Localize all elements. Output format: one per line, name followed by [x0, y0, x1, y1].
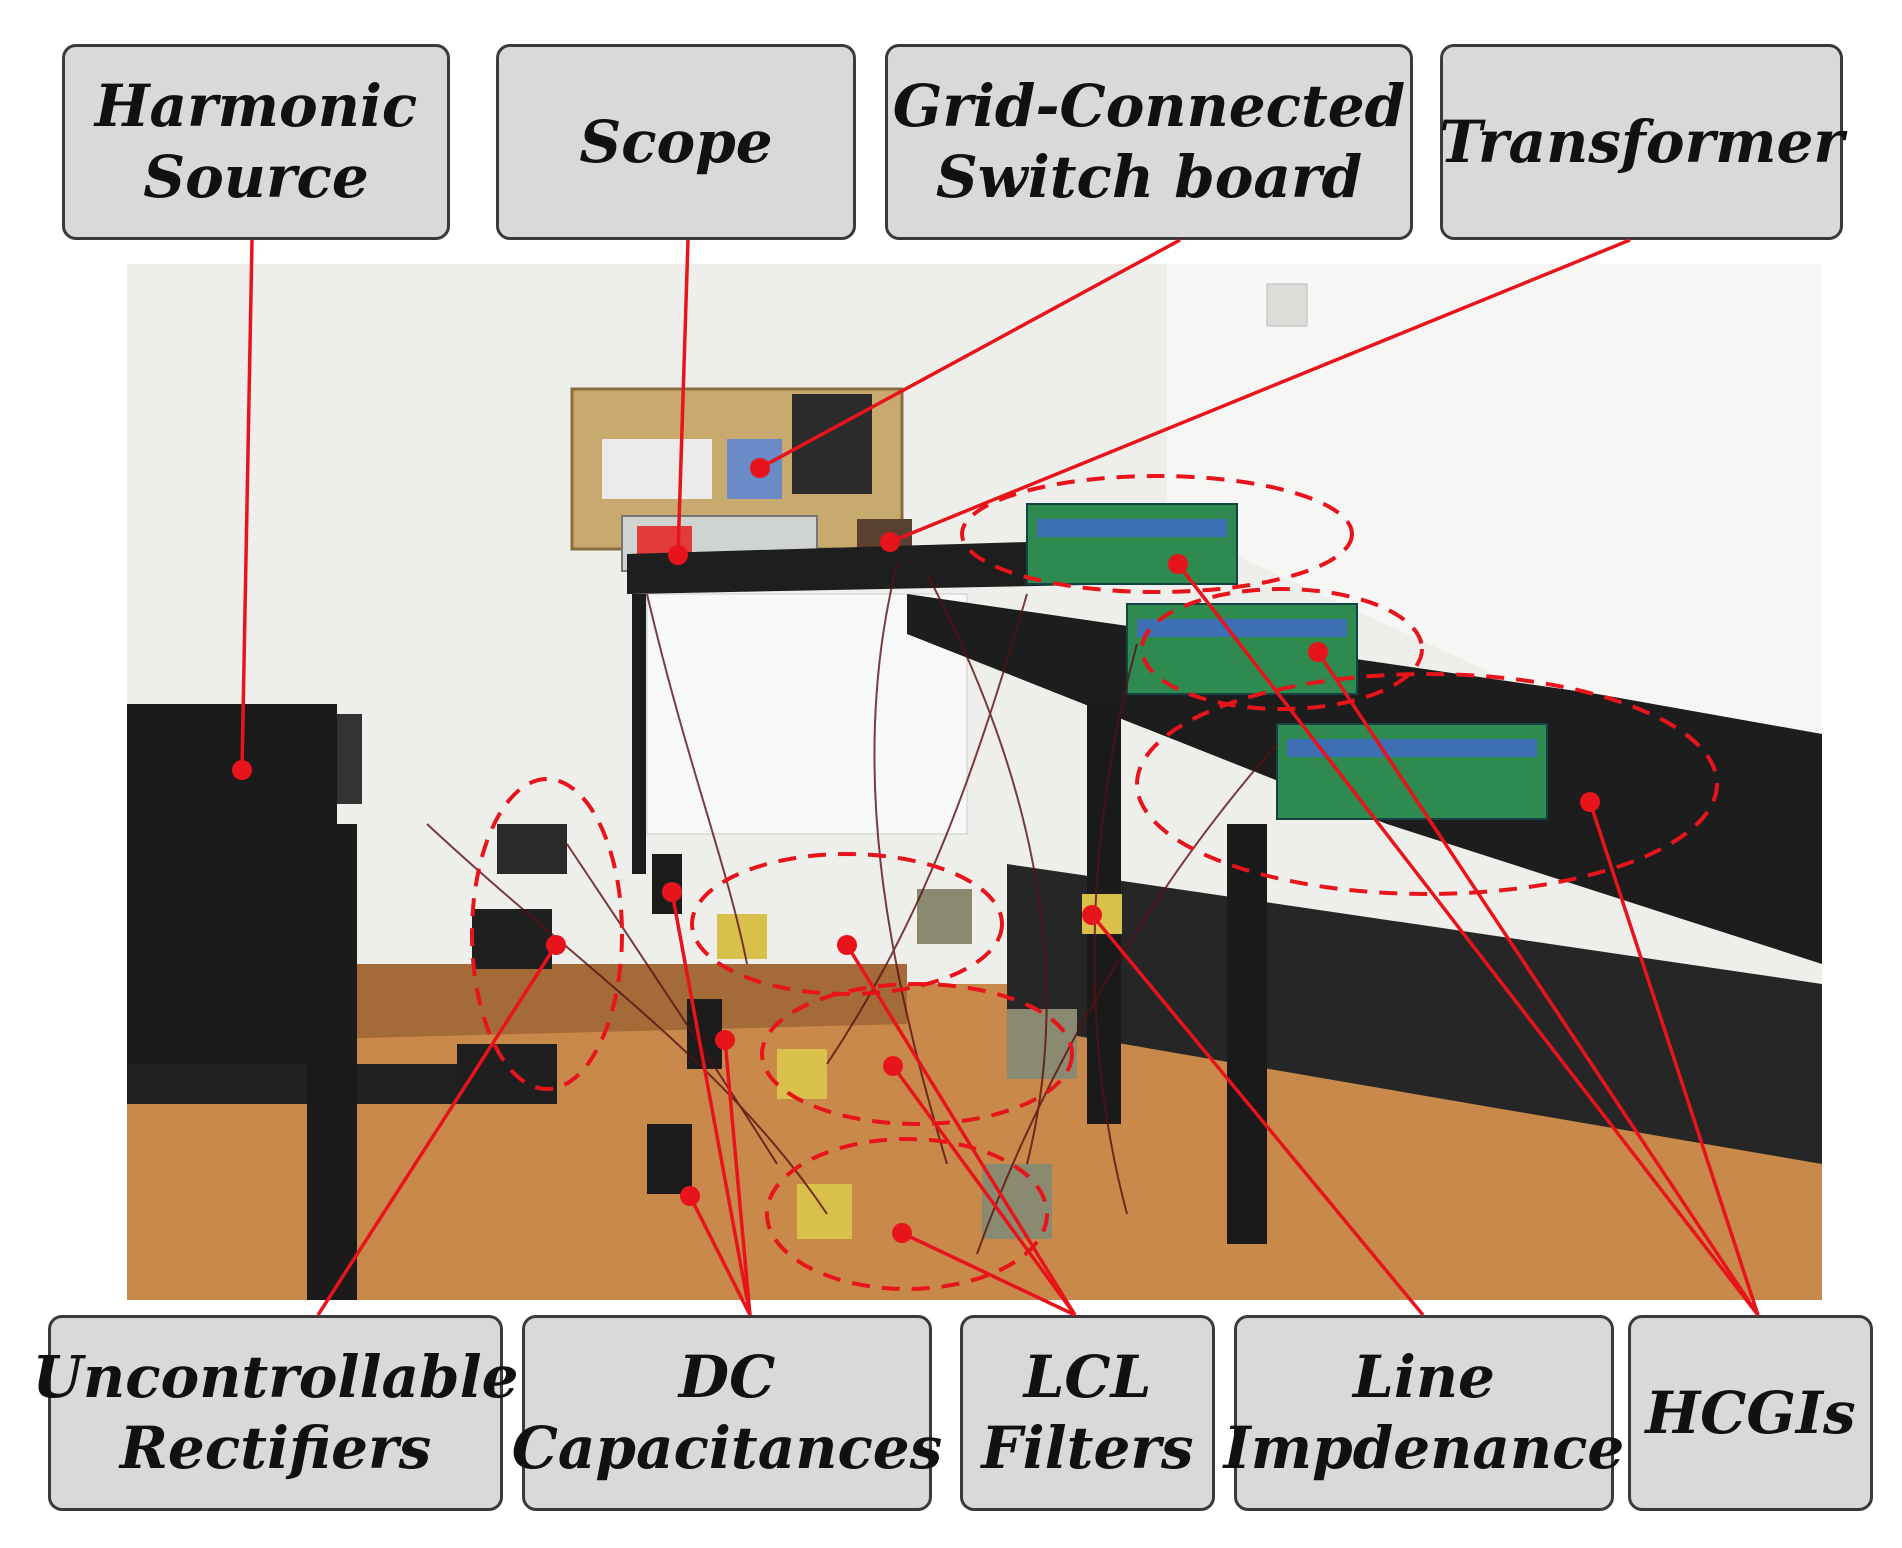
label-transformer: Transformer — [1439, 44, 1844, 240]
label-rectifiers: Uncontrollable Rectifiers — [32, 1315, 519, 1511]
label-dc-capacitances: DC Capacitances — [512, 1315, 942, 1511]
lab-setup-photo — [127, 264, 1822, 1300]
label-line-impedance: Line Impdenance — [1224, 1315, 1624, 1511]
label-switch-board: Grid-Connected Switch board — [885, 44, 1413, 240]
label-harmonic-source: Harmonic Source — [62, 44, 450, 240]
label-hcgis: HCGIs — [1628, 1315, 1873, 1511]
label-lcl-filters: LCL Filters — [960, 1315, 1215, 1511]
label-scope: Scope — [496, 44, 856, 240]
